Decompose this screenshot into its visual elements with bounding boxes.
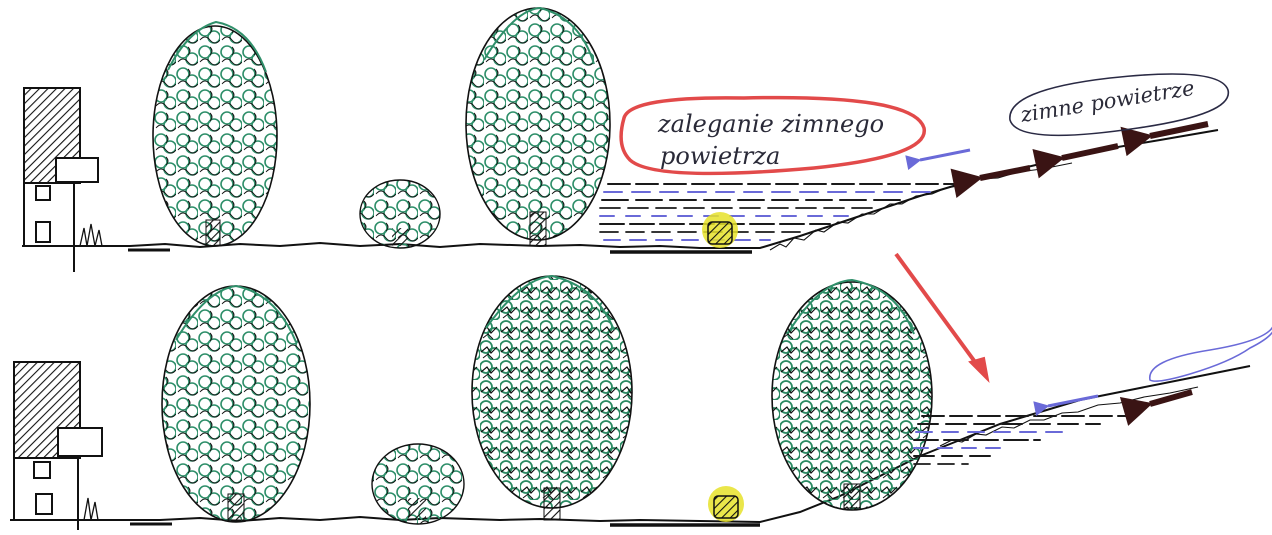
building-icon (23, 87, 103, 272)
cold-air-arrow-icon (905, 148, 971, 171)
cold-air-pool-lines (913, 415, 1131, 465)
cold-air-pooling-callout: zaleganie zimnego powietrza (619, 95, 926, 176)
cold-air-arrows (905, 121, 1209, 199)
cold-air-pooling-label-line1: zaleganie zimnego (657, 110, 884, 138)
building-icon (13, 361, 103, 530)
person-icon (708, 486, 744, 522)
cold-air-pool-lines (599, 183, 961, 241)
tree-icon (771, 278, 933, 511)
cold-air-arrow-icon (950, 165, 1031, 199)
transition-arrow-icon (894, 252, 990, 383)
person-icon (702, 212, 738, 248)
cold-air-pooling-label-line2: powietrza (660, 142, 780, 170)
cold-air-arrow-icon (1119, 389, 1193, 426)
slope-texture (769, 162, 1073, 251)
shrub-icon (359, 179, 441, 249)
cold-air-label: zimne powietrze (1018, 76, 1196, 127)
top-panel: zaleganie zimnego powietrza zimne powiet… (22, 6, 1230, 272)
shrub-icon (371, 443, 465, 525)
tree-icon (152, 20, 278, 247)
tree-icon (161, 284, 311, 523)
cold-air-arrow-icon (1033, 394, 1099, 417)
bottom-panel (10, 274, 1272, 530)
tree-icon (471, 274, 633, 521)
cold-air-arrow-icon (1120, 121, 1209, 157)
tree-icon (465, 6, 611, 247)
cold-air-cloud (1149, 326, 1272, 382)
cold-air-arrow-icon (1032, 143, 1119, 179)
cold-air-arrows (1033, 326, 1272, 426)
